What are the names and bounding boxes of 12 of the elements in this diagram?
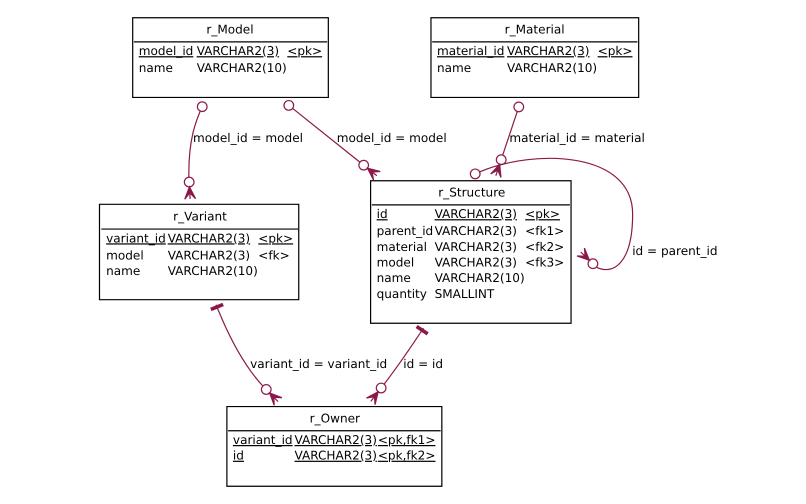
edge-label: variant_id = variant_id — [250, 356, 387, 371]
edge-label: model_id = model — [336, 131, 446, 146]
edge-label: id = id — [402, 356, 443, 371]
connector — [365, 324, 428, 406]
edge-label: material_id = material — [508, 131, 644, 146]
connector — [490, 102, 524, 178]
connector — [210, 302, 282, 406]
connector — [469, 158, 633, 270]
connector — [183, 101, 208, 200]
edge-label: model_id = model — [192, 131, 302, 146]
edge-label: id = parent_id — [632, 244, 718, 258]
connector — [282, 100, 380, 181]
